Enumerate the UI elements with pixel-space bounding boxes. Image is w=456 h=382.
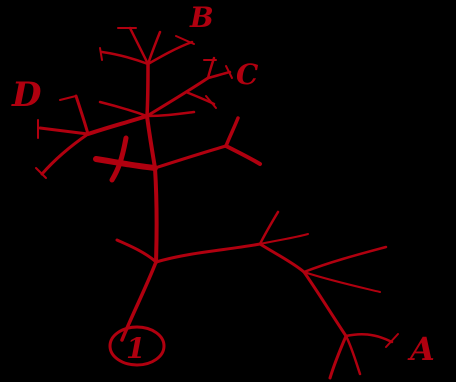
branch-d-left <box>40 128 88 134</box>
branch-d-down <box>42 134 88 174</box>
branch-a-top-twig <box>304 247 386 272</box>
label-d: D <box>11 75 42 115</box>
branch-upper-left <box>100 102 147 116</box>
branch-to-b <box>147 64 148 116</box>
upper-right-twig-down <box>226 146 260 164</box>
upper-right-branch <box>155 146 226 168</box>
branch-to-a <box>156 244 260 262</box>
branch-d-tick-1 <box>60 96 76 100</box>
upper-left-stub <box>96 159 155 168</box>
branch-c-down <box>186 92 214 104</box>
branch-a-right <box>260 234 308 244</box>
upper-right-twig-up <box>226 118 238 146</box>
branch-a-tip-mid <box>346 336 360 374</box>
branch-to-d <box>88 116 147 134</box>
label-c: C <box>236 58 259 91</box>
branch-a-tip-right <box>346 334 392 342</box>
branch-b-left <box>102 52 148 64</box>
branch-d-up <box>76 96 88 134</box>
branch-a-down <box>260 244 304 272</box>
branch-c-right <box>208 72 230 78</box>
upper-trunk <box>147 116 155 168</box>
branch-a-tip-bottom <box>330 336 346 378</box>
branch-b-tick-2 <box>100 48 102 60</box>
label-a: A <box>407 330 435 368</box>
tree-branches <box>36 28 398 378</box>
label-one: 1 <box>126 332 145 365</box>
short-left-branch <box>117 240 156 262</box>
label-b: B <box>189 1 214 34</box>
branch-a-up <box>260 212 278 244</box>
branch-b-tick-3 <box>176 36 194 44</box>
main-trunk <box>155 168 157 262</box>
